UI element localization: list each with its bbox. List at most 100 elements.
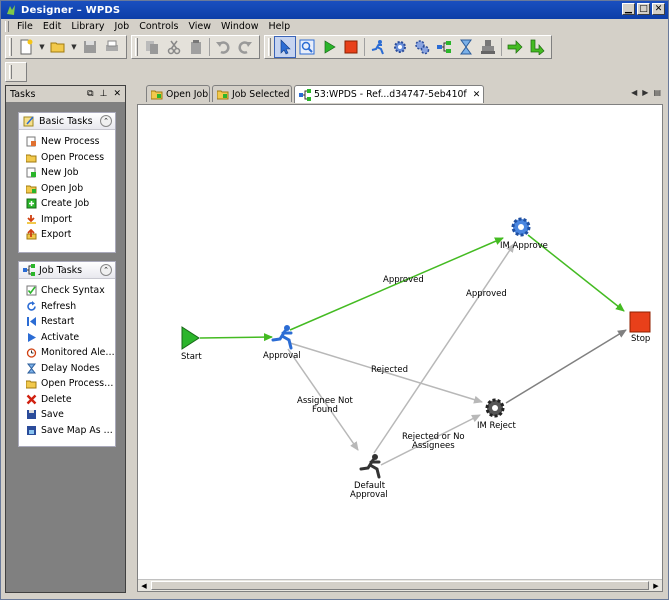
node-default-approval-label-1: Default bbox=[354, 481, 386, 491]
delete-x-icon bbox=[26, 394, 37, 405]
menu-view[interactable]: View bbox=[188, 21, 212, 32]
tab-close-icon[interactable]: ✕ bbox=[472, 89, 481, 100]
task-activate[interactable]: Activate bbox=[19, 330, 115, 346]
menu-job[interactable]: Job bbox=[114, 21, 130, 32]
task-create-job[interactable]: Create Job bbox=[19, 196, 115, 212]
export-icon bbox=[26, 229, 37, 240]
menu-edit[interactable]: Edit bbox=[42, 21, 62, 32]
node-approval[interactable]: Approval bbox=[263, 325, 301, 361]
menubar-grip[interactable] bbox=[5, 21, 9, 32]
task-open-job[interactable]: Open Job bbox=[19, 181, 115, 197]
open-folder-icon[interactable] bbox=[47, 36, 69, 58]
edge-start-approval[interactable] bbox=[199, 333, 273, 342]
toolbar-file-group: ▼ ▼ bbox=[5, 35, 127, 59]
new-process-icon bbox=[26, 136, 37, 147]
cut-icon[interactable] bbox=[163, 36, 185, 58]
tab-job-selected[interactable]: Job Selected 1 bbox=[212, 85, 292, 102]
tab-scroll-left-icon[interactable]: ◀ bbox=[631, 88, 638, 97]
task-check-syntax[interactable]: Check Syntax bbox=[19, 283, 115, 299]
edge-default-imreject[interactable] bbox=[380, 414, 481, 466]
hourglass-icon[interactable] bbox=[455, 36, 477, 58]
secondary-toolbar-grip[interactable] bbox=[9, 65, 12, 79]
node-approval-label: Approval bbox=[263, 351, 301, 361]
task-save-map-as-image[interactable]: Save Map As I... bbox=[19, 423, 115, 439]
menu-library[interactable]: Library bbox=[71, 21, 105, 32]
arrow-right-icon[interactable] bbox=[504, 36, 526, 58]
approval-runner-icon[interactable] bbox=[367, 36, 389, 58]
task-export[interactable]: Export bbox=[19, 227, 115, 243]
task-delete[interactable]: Delete bbox=[19, 392, 115, 408]
task-monitored-alerts[interactable]: Monitored Alerts bbox=[19, 345, 115, 361]
task-new-process[interactable]: New Process bbox=[19, 134, 115, 150]
edge-approval-default[interactable] bbox=[287, 348, 359, 451]
close-panel-icon[interactable]: ✕ bbox=[113, 89, 121, 99]
maximize-icon[interactable]: □ bbox=[637, 3, 650, 15]
scroll-left-icon[interactable]: ◀ bbox=[141, 582, 147, 590]
node-stop-label: Stop bbox=[631, 334, 650, 344]
close-icon[interactable]: ✕ bbox=[652, 3, 665, 15]
tab-list-icon[interactable]: ▤ bbox=[653, 88, 661, 97]
task-open-process-ellipsis[interactable]: Open Process ... bbox=[19, 376, 115, 392]
node-stop[interactable]: Stop bbox=[629, 311, 651, 344]
task-save[interactable]: Save bbox=[19, 407, 115, 423]
float-panel-icon[interactable]: ⧉ bbox=[87, 89, 94, 99]
arrow-turn-icon[interactable] bbox=[526, 36, 548, 58]
horizontal-scrollbar[interactable]: ◀ ▶ bbox=[138, 579, 662, 591]
network-nodes-icon[interactable] bbox=[433, 36, 455, 58]
gears-icon[interactable] bbox=[411, 36, 433, 58]
tab-scroll-right-icon[interactable]: ▶ bbox=[642, 88, 649, 97]
stamp-icon[interactable] bbox=[477, 36, 499, 58]
edge-approval-imreject[interactable] bbox=[289, 342, 483, 404]
paste-icon[interactable] bbox=[185, 36, 207, 58]
toolbar-grip-3[interactable] bbox=[268, 38, 271, 56]
edge-default-imapprove[interactable] bbox=[373, 243, 515, 454]
edge-label-rejected-or-2: Assignees bbox=[412, 441, 455, 451]
tab-wpds-job[interactable]: 53:WPDS - Ref...d34747-5eb410f ✕ bbox=[294, 85, 484, 103]
redo-icon[interactable] bbox=[234, 36, 256, 58]
scroll-right-icon[interactable]: ▶ bbox=[653, 582, 659, 590]
toolbar-grip[interactable] bbox=[9, 38, 12, 56]
edge-imapprove-stop[interactable] bbox=[527, 234, 625, 312]
task-open-process[interactable]: Open Process bbox=[19, 150, 115, 166]
menu-window[interactable]: Window bbox=[221, 21, 259, 32]
zoom-icon[interactable] bbox=[296, 36, 318, 58]
minimize-icon[interactable]: ▁ bbox=[622, 3, 635, 15]
basic-tasks-header[interactable]: Basic Tasks ⌃ bbox=[19, 113, 115, 130]
collapse-chevron-icon[interactable]: ⌃ bbox=[100, 115, 112, 127]
node-im-reject[interactable]: IM Reject bbox=[477, 398, 517, 431]
gear-icon[interactable] bbox=[389, 36, 411, 58]
run-play-icon[interactable] bbox=[318, 36, 340, 58]
job-tasks-header[interactable]: Job Tasks ⌃ bbox=[19, 262, 115, 279]
print-icon[interactable] bbox=[101, 36, 123, 58]
check-syntax-icon bbox=[26, 285, 37, 296]
edge-imreject-stop[interactable] bbox=[505, 329, 627, 404]
node-im-approve[interactable]: IM Approve bbox=[500, 217, 548, 251]
pin-icon[interactable]: ⊥ bbox=[99, 89, 108, 99]
task-refresh[interactable]: Refresh bbox=[19, 299, 115, 315]
scrollbar-thumb[interactable] bbox=[151, 581, 649, 590]
undo-icon[interactable] bbox=[212, 36, 234, 58]
collapse-chevron-icon[interactable]: ⌃ bbox=[100, 264, 112, 276]
save-disk-icon[interactable] bbox=[79, 36, 101, 58]
menu-file[interactable]: File bbox=[17, 21, 33, 32]
toolbar-grip-2[interactable] bbox=[135, 38, 138, 56]
menu-controls[interactable]: Controls bbox=[139, 21, 179, 32]
stop-square-icon[interactable] bbox=[340, 36, 362, 58]
menu-help[interactable]: Help bbox=[268, 21, 291, 32]
app-logo-icon bbox=[4, 3, 18, 17]
node-start[interactable]: Start bbox=[181, 326, 202, 362]
new-dropdown-icon[interactable]: ▼ bbox=[39, 43, 45, 51]
select-pointer-icon[interactable] bbox=[274, 36, 296, 58]
copy-icon[interactable] bbox=[141, 36, 163, 58]
task-restart[interactable]: Restart bbox=[19, 314, 115, 330]
workflow-canvas[interactable]: Approved Approved Rejected Assignee Not … bbox=[137, 104, 663, 592]
new-document-icon[interactable] bbox=[15, 36, 37, 58]
edge-approval-imapprove[interactable] bbox=[289, 237, 504, 331]
tab-open-job[interactable]: Open Job bbox=[146, 85, 210, 102]
toolbar-separator-3 bbox=[501, 38, 502, 56]
open-dropdown-icon[interactable]: ▼ bbox=[71, 43, 77, 51]
task-import[interactable]: Import bbox=[19, 212, 115, 228]
task-delay-nodes[interactable]: Delay Nodes bbox=[19, 361, 115, 377]
node-default-approval[interactable]: Default Approval bbox=[350, 454, 388, 500]
task-new-job[interactable]: New Job bbox=[19, 165, 115, 181]
